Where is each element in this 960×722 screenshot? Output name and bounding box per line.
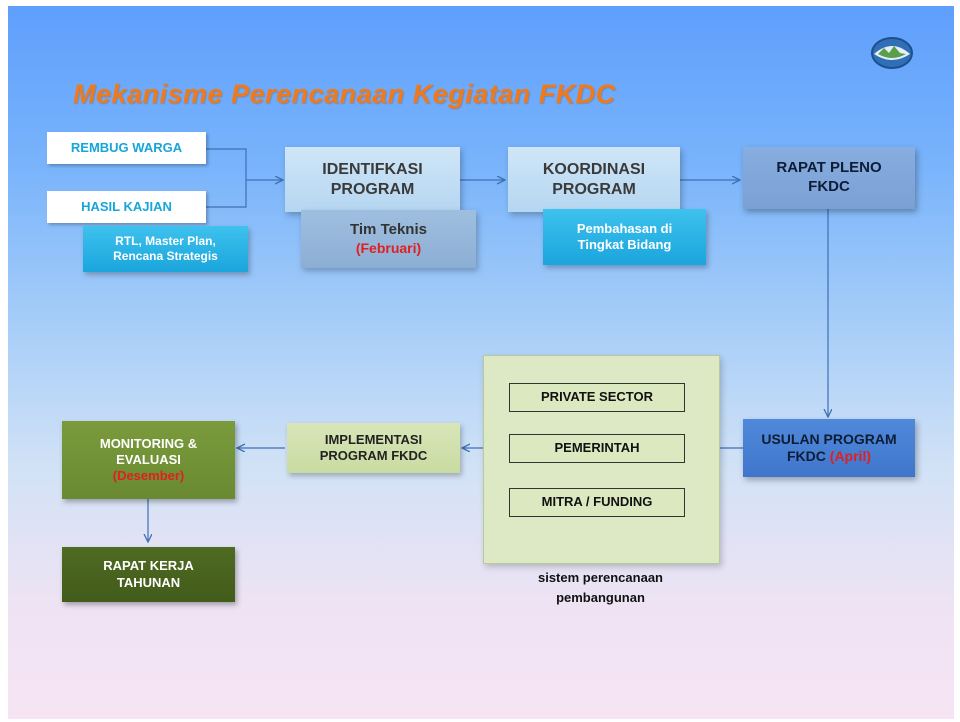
koordinasi-line2: PROGRAM (552, 180, 636, 198)
tim-teknis-box: Tim Teknis (Februari) (301, 210, 476, 268)
rapat-pleno-line2: FKDC (808, 178, 850, 195)
mitra-funding-label: MITRA / FUNDING (541, 494, 653, 510)
rapat-pleno-box: RAPAT PLENO FKDC (743, 147, 915, 209)
private-sector-box: PRIVATE SECTOR (509, 383, 685, 412)
connector-hasil (206, 180, 247, 208)
koordinasi-program-box: KOORDINASI PROGRAM (508, 147, 680, 212)
sistem-caption-line1: sistem perencanaan (537, 570, 663, 585)
februari-label: (Februari) (355, 239, 422, 256)
usulan-line1: USULAN PROGRAM (761, 430, 897, 447)
identifikasi-program-box: IDENTIFKASI PROGRAM (285, 147, 460, 212)
pemerintah-label: PEMERINTAH (554, 440, 640, 456)
emblem-logo-icon (871, 37, 913, 69)
pembahasan-line1: Pembahasan di (576, 220, 673, 236)
pembahasan-bidang-box: Pembahasan di Tingkat Bidang (543, 209, 706, 265)
implementasi-program-box: IMPLEMENTASI PROGRAM FKDC (287, 423, 460, 473)
identifikasi-line2: PROGRAM (330, 180, 415, 198)
usulan-line2: FKDC (April) (787, 448, 871, 466)
tim-teknis-label: Tim Teknis (350, 220, 427, 238)
hasil-kajian-label: HASIL KAJIAN (81, 198, 172, 214)
rapat-kerja-line2: TAHUNAN (116, 574, 181, 590)
monitoring-line1: MONITORING & (99, 435, 198, 451)
pembahasan-line2: Tingkat Bidang (577, 237, 672, 252)
private-sector-label: PRIVATE SECTOR (541, 389, 653, 405)
rapat-pleno-line1: RAPAT PLENO (776, 159, 882, 177)
monitoring-evaluasi-box: MONITORING & EVALUASI (Desember) (62, 421, 235, 499)
page-title: Mekanisme Perencanaan Kegiatan FKDC (73, 79, 616, 109)
april-label: (April) (829, 448, 871, 464)
mitra-funding-box: MITRA / FUNDING (509, 488, 685, 517)
rtl-master-plan-box: RTL, Master Plan, Rencana Strategis (83, 226, 248, 272)
flow-connectors (8, 148, 954, 719)
desember-label: (Desember) (112, 468, 185, 484)
monitoring-line2: EVALUASI (116, 451, 181, 467)
usulan-program-box: USULAN PROGRAM FKDC (April) (743, 419, 915, 477)
implementasi-line2: PROGRAM FKDC (319, 448, 428, 463)
connector-rembug (206, 148, 247, 180)
identifikasi-line1: IDENTIFKASI (322, 160, 423, 178)
rembug-warga-label: REMBUG WARGA (70, 139, 183, 155)
sistem-caption: sistem perencanaan pembangunan (483, 568, 718, 607)
rtl-label-line2: Rencana Strategis (113, 249, 218, 263)
implementasi-line1: IMPLEMENTASI (324, 431, 423, 447)
rembug-warga-box: REMBUG WARGA (47, 132, 206, 164)
rapat-kerja-line1: RAPAT KERJA (103, 558, 194, 574)
usulan-fkdc-label: FKDC (787, 448, 830, 464)
rtl-label-line1: RTL, Master Plan, (115, 234, 216, 248)
koordinasi-line1: KOORDINASI (542, 160, 646, 178)
pemerintah-box: PEMERINTAH (509, 434, 685, 463)
slide: Mekanisme Perencanaan Kegiatan FKDC (8, 6, 954, 719)
sistem-caption-line2: pembangunan (556, 589, 645, 605)
rapat-kerja-tahunan-box: RAPAT KERJA TAHUNAN (62, 547, 235, 602)
hasil-kajian-box: HASIL KAJIAN (47, 191, 206, 223)
